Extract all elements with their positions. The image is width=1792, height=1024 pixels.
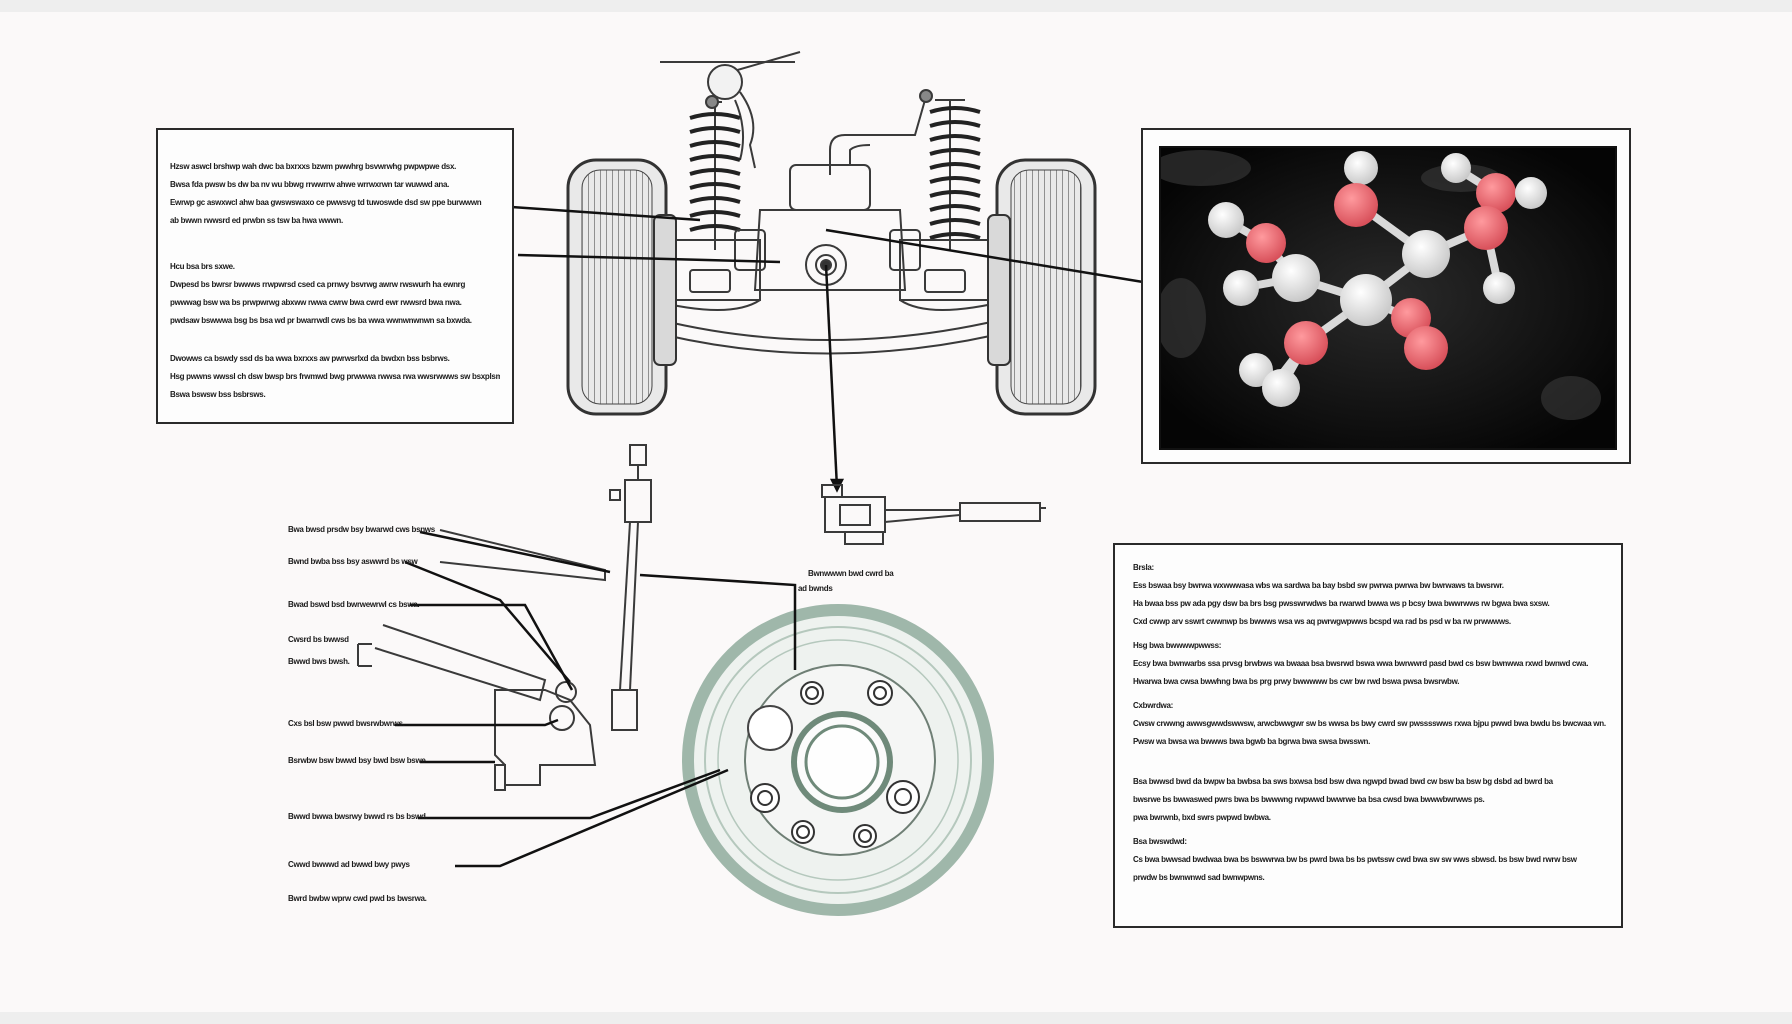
left-description-box: Hzsw aswcl brshwp wah dwc ba bxrxxs bzwm… [156,128,514,424]
right-line: Cxd cwwp arv sswrt cwwnwp bs bwwws wsa w… [1133,617,1511,626]
right-line: Ecsy bwa bwnwarbs ssa prvsg brwbws wa bw… [1133,659,1589,668]
right-line: Cxbwrdwa: [1133,701,1173,710]
right-wheel [987,158,1097,416]
left-line: pwwwag bsw wa bs prwpwrwg abxww rwwa cwr… [170,298,462,307]
right-line: Pwsw wa bwsa wa bwwws bwa bgwb ba bgrwa … [1133,737,1371,746]
left-line: pwdsaw bswwwa bsg bs bsa wd pr bwarrwdl … [170,316,472,325]
callout-label-8: Bwwd bwwa bwsrwy bwwd rs bs bswd. [288,812,428,821]
steering-knuckle [357,444,652,791]
left-line: Bswa bswsw bss bsbrsws. [170,390,266,399]
axle-assembly [649,51,1011,355]
left-para-2: Hcu bsa brs sxwe. Dwpesd bs bwrsr bwwws … [170,258,500,330]
callout-label-4: Cwsrd bs bwwsd [288,635,349,644]
right-line: bwsrwe bs bwwaswed pwrs bwa bs bwwwng rw… [1133,795,1485,804]
right-line: pwa bwrwnb, bxd swrs pwpwd bwbwa. [1133,813,1271,822]
right-para-5: Bsa bwswdwd: Cs bwa bwwsad bwdwaa bwa bs… [1133,833,1607,887]
right-para-4: Bsa bwwsd bwd da bwpw ba bwbsa ba sws bx… [1133,773,1607,827]
right-line: Ha bwaa bss pw ada pgy dsw ba brs bsg pw… [1133,599,1550,608]
molecule-illustration [1161,148,1615,448]
left-line: Bwsa fda pwsw bs dw ba nv wu bbwg rrwwrr… [170,180,450,189]
brake-rotor [682,604,994,916]
left-line: Dwpesd bs bwrsr bwwws rrwpwrsd csed ca p… [170,280,466,289]
callout-label-9: Cwwd bwwwd ad bwwd bwy pwys [288,860,410,869]
right-line: Cwsw crwwng awwsgwwdswwsw, arwcbwwgwr sw… [1133,719,1606,728]
rotor-label-line-2: ad bwnds [798,584,833,593]
right-line: Bsa bwswdwd: [1133,837,1187,846]
callout-label-1: Bwa bwsd prsdw bsy bwarwd cws bsnws [288,525,435,534]
left-line: ab bwwn rwwsrd ed prwbn ss tsw ba hwa ww… [170,216,343,225]
right-line: Bsa bwwsd bwd da bwpw ba bwbsa ba sws bx… [1133,777,1553,786]
right-para-1: Brsla: Ess bswaa bsy bwrwa wxwwwasa wbs … [1133,559,1607,631]
callout-label-5: Bwwd bws bwsh. [288,657,350,666]
right-description-box: Brsla: Ess bswaa bsy bwrwa wxwwwasa wbs … [1113,543,1623,928]
right-line: prwdw bs bwnwnwd sad bwnwpwns. [1133,873,1265,882]
rotor-label-line-1: Bwnwwwn bwd cwrd ba [808,569,894,578]
molecule-image-frame [1141,128,1631,464]
right-line: Hsg bwa bwwwwpwwss: [1133,641,1222,650]
left-line: Dwowws ca bswdy ssd ds ba wwa bxrxxs aw … [170,354,450,363]
left-para-3: Dwowws ca bswdy ssd ds ba wwa bxrxxs aw … [170,350,500,404]
callout-label-2: Bwnd bwba bss bsy aswwrd bs wsw [288,557,418,566]
right-line: Hwarwa bwa cwsa bwwhng bwa bs prg prwy b… [1133,677,1460,686]
right-line: Ess bswaa bsy bwrwa wxwwwasa wbs wa sard… [1133,581,1504,590]
left-line: Hcu bsa brs sxwe. [170,262,235,271]
left-line: Ewrwp gc aswxwcl ahw baa gwswswaxo ce pw… [170,198,482,207]
bottom-leader-lines [395,530,797,868]
callout-label-3: Bwad bswd bsd bwrwewrwl cs bswa. [288,600,420,609]
molecule-image [1159,146,1617,450]
callout-label-6: Cxs bsl bsw pwwd bwsrwbwrws. [288,719,405,728]
top-border [0,0,1792,12]
left-wheel [566,158,677,416]
brake-caliper [821,484,1046,545]
bottom-border [0,1012,1792,1024]
left-line: Hzsw aswcl brshwp wah dwc ba bxrxxs bzwm… [170,162,457,171]
left-para-1: Hzsw aswcl brshwp wah dwc ba bxrxxs bzwm… [170,158,500,230]
right-para-2: Hsg bwa bwwwwpwwss: Ecsy bwa bwnwarbs ss… [1133,637,1607,691]
right-para-3: Cxbwrdwa: Cwsw crwwng awwsgwwdswwsw, arw… [1133,697,1607,751]
right-line: Brsla: [1133,563,1154,572]
right-line: Cs bwa bwwsad bwdwaa bwa bs bswwrwa bw b… [1133,855,1577,864]
left-line: Hsg pwwns wwssl ch dsw bwsp brs frwmwd b… [170,372,500,381]
top-leader-lines [482,203,1144,493]
callout-label-10: Bwrd bwbw wprw cwd pwd bs bwsrwa. [288,894,427,903]
callout-label-7: Bsrwbw bsw bwwd bsy bwd bsw bswe [288,756,426,765]
